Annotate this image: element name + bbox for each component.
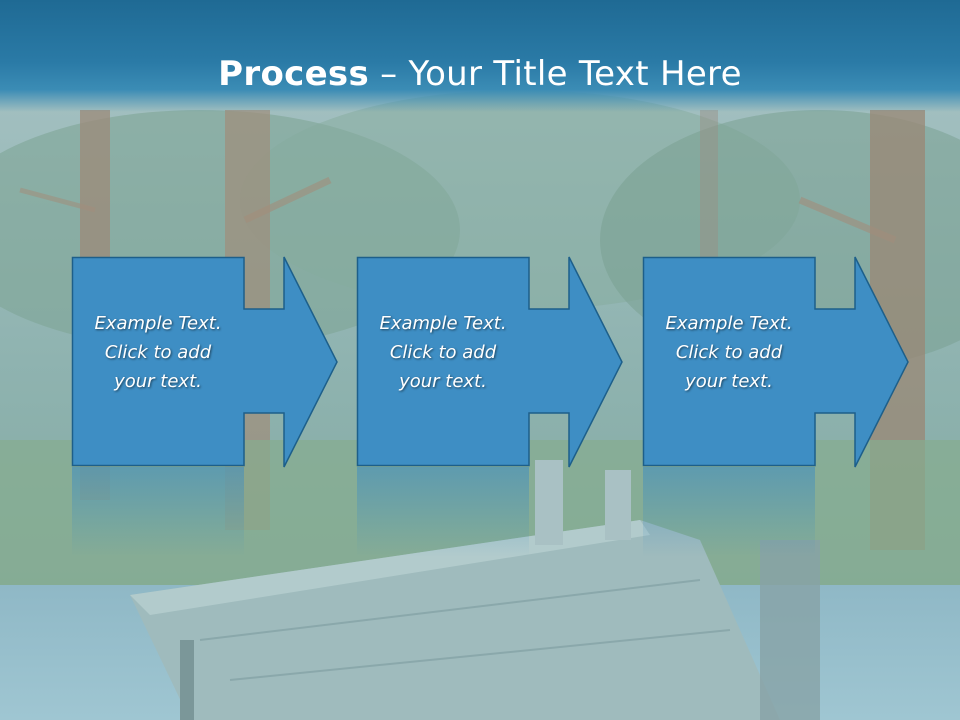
process-step-2[interactable]: Example Text. Click to add your text. xyxy=(356,256,623,468)
title-bold-part: Process xyxy=(218,54,370,94)
step-3-text: Example Text. Click to add your text. xyxy=(665,313,793,392)
arrow-box-shape xyxy=(356,256,623,468)
title-rest-part: – Your Title Text Here xyxy=(369,54,742,94)
step-2-reflection xyxy=(357,467,529,557)
process-step-3[interactable]: Example Text. Click to add your text. xyxy=(642,256,909,468)
step-1-text: Example Text. Click to add your text. xyxy=(94,313,222,392)
title-bar xyxy=(0,0,960,112)
slide-title[interactable]: Process – Your Title Text Here xyxy=(0,50,960,98)
step-1-reflection xyxy=(72,467,244,557)
process-step-1[interactable]: Example Text. Click to add your text. xyxy=(71,256,338,468)
step-2-text: Example Text. Click to add your text. xyxy=(379,313,507,392)
step-3-reflection xyxy=(643,467,815,557)
arrow-box-shape xyxy=(71,256,338,468)
arrow-box-shape xyxy=(642,256,909,468)
